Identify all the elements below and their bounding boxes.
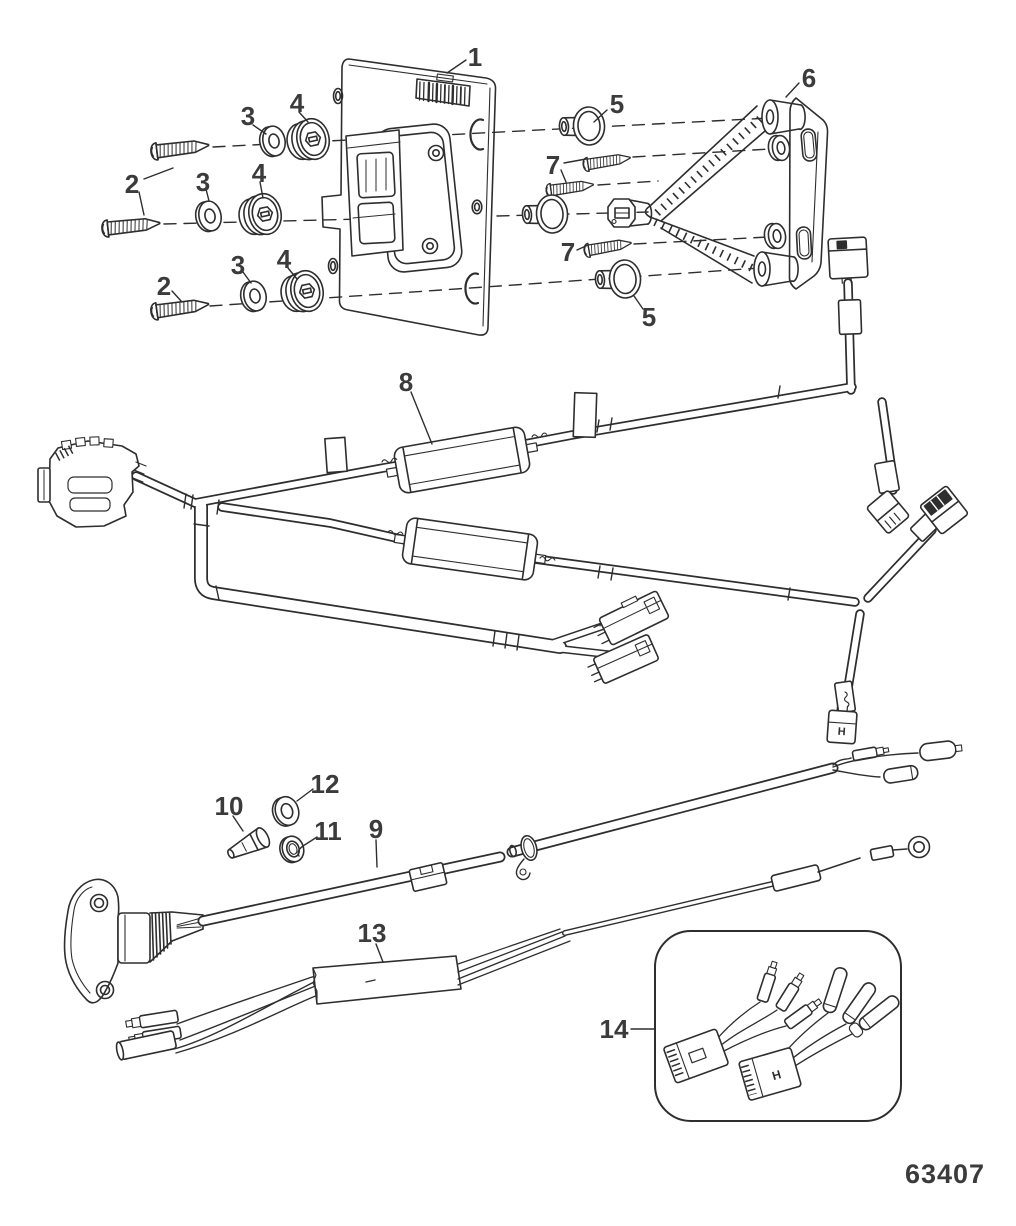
screw-2: [100, 213, 162, 239]
callout-13: 13: [358, 918, 387, 948]
cable-boot: [149, 911, 204, 963]
callout-5b: 5: [642, 302, 656, 332]
callout-14: 14: [600, 1014, 629, 1044]
callout-4c: 4: [277, 244, 292, 274]
callout-4a: 4: [290, 88, 305, 118]
callout-3c: 3: [231, 250, 245, 280]
bullet-terminal: [851, 744, 891, 762]
wiring-harness: H: [37, 236, 969, 745]
callout-10: 10: [215, 791, 244, 821]
key-plate: [63, 878, 151, 1004]
tube-sleeve: [837, 298, 863, 336]
callout-8: 8: [399, 367, 413, 397]
harness-connector: H: [826, 705, 858, 745]
callout-4b: 4: [252, 158, 267, 188]
harness-plug: [593, 590, 670, 646]
shrink-sleeve: [770, 864, 822, 892]
inline-module-8: [382, 423, 542, 497]
hex-coupler: [607, 198, 653, 228]
grommet-4: [276, 266, 328, 318]
barcode-label: [415, 73, 471, 107]
plate-hole: [332, 87, 344, 105]
bracket-boss: [753, 251, 799, 287]
washer-3: [192, 198, 225, 235]
callout-7b: 7: [561, 237, 575, 267]
screw-7: [581, 150, 632, 173]
inset-right-pigtail: H: [738, 965, 903, 1101]
ring-terminal: [869, 835, 931, 861]
bracket-slot: [800, 128, 818, 162]
bracket-bushing: [763, 222, 787, 250]
callout-3a: 3: [241, 101, 255, 131]
harness-stub: [572, 391, 598, 439]
mounting-screws: [100, 135, 211, 322]
bushing-5: [593, 258, 643, 301]
plate-hole: [327, 257, 339, 275]
callout-7a: 7: [546, 150, 560, 180]
plate-hole: [471, 199, 483, 215]
callout-leaders: [138, 59, 800, 1030]
connector-marking: H: [837, 726, 846, 739]
bushing-5: [557, 105, 607, 148]
harness-stub: [324, 436, 348, 474]
callout-11: 11: [314, 816, 342, 846]
washer-12: [271, 795, 300, 827]
terminal-sleeve: [115, 1030, 177, 1061]
callout-9: 9: [369, 814, 383, 844]
tube-sleeve: [874, 460, 900, 494]
callout-1: 1: [468, 42, 482, 72]
spacer-bushings: [520, 105, 653, 301]
callout-5a: 5: [610, 89, 624, 119]
callout-3b: 3: [196, 167, 210, 197]
drawing-number: 63407: [905, 1159, 985, 1189]
adapter-harness-inset: H: [654, 930, 903, 1122]
bracket-boss: [761, 99, 806, 135]
plate-cutout: [469, 118, 485, 151]
harness-connector: [866, 490, 910, 534]
harness-plug: [587, 634, 659, 684]
bracket-slot: [795, 226, 813, 260]
callout-12: 12: [311, 769, 340, 799]
harness-connector: [919, 485, 969, 535]
grommet-4: [282, 114, 334, 166]
callout-6: 6: [802, 63, 816, 93]
callout-2b: 2: [157, 271, 171, 301]
tube-collars: [183, 385, 791, 651]
lanyard-cable: [63, 740, 963, 1004]
inline-module-8: [390, 514, 550, 584]
washer-3: [256, 123, 289, 160]
callouts: 1 2 2 3 3 3 4 4 4 5 5 6 7 7 8 9 10 11 12…: [125, 42, 985, 1189]
bracket-bushing: [767, 134, 791, 162]
plate-cutout: [464, 272, 480, 305]
shrink-sleeve: [312, 955, 462, 1005]
terminal-sleeve: [883, 764, 919, 784]
p-clamp: [515, 834, 538, 881]
callout-2a: 2: [125, 169, 139, 199]
plate-connector-housing: [345, 123, 463, 273]
screw-7: [582, 235, 633, 259]
bolt-10: [227, 827, 271, 859]
wire-assembly-13: [115, 835, 931, 1061]
terminal-sleeve: [919, 740, 963, 762]
connector-marking: H: [770, 1067, 782, 1083]
inset-left-pigtail: [663, 959, 825, 1084]
mounting-bracket: [644, 97, 829, 290]
ecm-connector: [37, 436, 147, 528]
washer-11: [279, 835, 305, 864]
cable-clip: [408, 862, 448, 892]
grommet-4: [234, 189, 286, 241]
screw-2: [149, 135, 211, 162]
harness-connector: [827, 236, 869, 284]
bushing: [520, 193, 570, 236]
washer-3: [237, 278, 270, 315]
